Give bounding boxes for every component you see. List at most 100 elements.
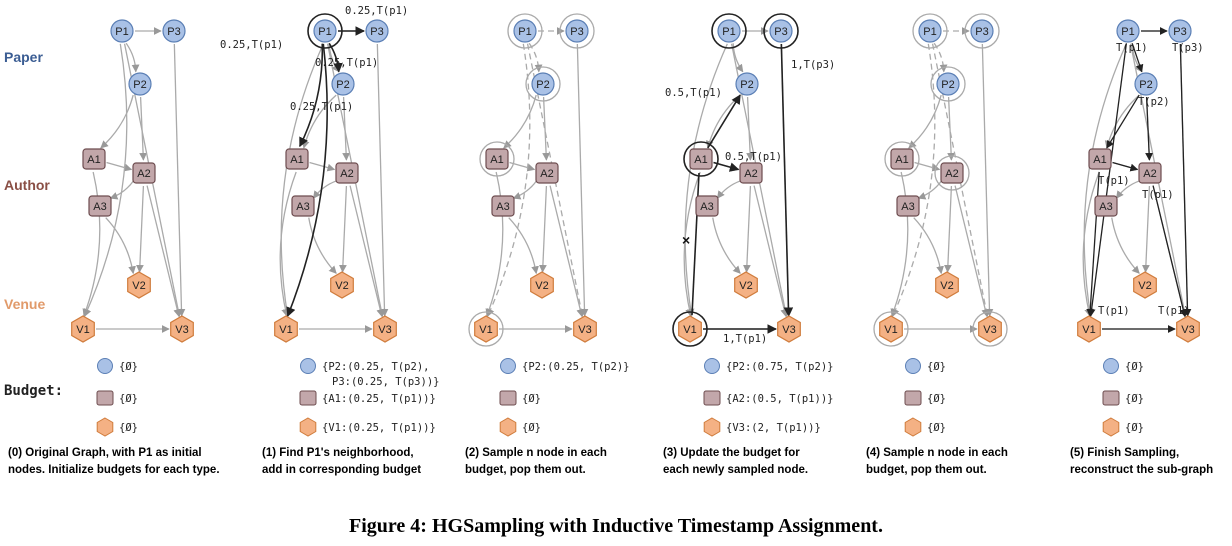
subgraph-edge: [1086, 171, 1100, 317]
graph-edge: [146, 185, 182, 318]
sampled-ring: [711, 13, 747, 49]
sampled-ring: [559, 13, 595, 49]
node-v3: [373, 315, 397, 343]
node-label-a1: A1: [490, 154, 503, 166]
budget-paper-text: {Ø}: [119, 361, 138, 373]
node-label-a3: A3: [496, 201, 509, 213]
node-v2: [530, 271, 554, 299]
graph-edge: [135, 185, 145, 273]
node-label-v1: V1: [76, 324, 89, 336]
graph-edge: [125, 42, 140, 73]
subgraph-edge: [1106, 94, 1140, 149]
step-caption-4-line-1: (4) Sample n node in each: [866, 447, 1008, 459]
budget-edge: [299, 43, 324, 148]
graph-edge: [538, 185, 548, 273]
graph-edge: [1111, 217, 1140, 274]
budget-venue-text: {Ø}: [522, 422, 541, 434]
node-label-v1: V1: [884, 324, 897, 336]
node-p1: [110, 19, 134, 43]
graph-edge: [981, 43, 994, 317]
sampled-ring: [507, 13, 543, 49]
sampled-ring: [964, 13, 1000, 49]
step-caption-3-line-2: each newly sampled node.: [663, 464, 808, 476]
node-label-p1: P1: [115, 26, 128, 38]
budget-paper-text: {P2:(0.25, T(p2),: [322, 361, 429, 373]
node-p1: [513, 19, 537, 43]
node-a2: [739, 162, 763, 184]
graph-edge: [338, 185, 348, 273]
graph-edge: [508, 217, 539, 275]
node-v2: [734, 271, 758, 299]
node-p3: [769, 19, 793, 43]
node-label-v2: V2: [335, 280, 348, 292]
node-p1: [313, 19, 337, 43]
budget-paper-text: P3:(0.25, T(p3))}: [332, 376, 439, 388]
budget-venue-icon: [1102, 417, 1120, 437]
row-label-paper: Paper: [4, 49, 43, 65]
node-label-p1: P1: [318, 26, 331, 38]
graph-edge: [908, 94, 942, 149]
subgraph-edge: [1179, 43, 1192, 317]
node-label-v2: V2: [535, 280, 548, 292]
timestamp-label: T(p2): [1138, 96, 1170, 108]
sampled-ring: [525, 66, 561, 102]
node-v3: [777, 315, 801, 343]
sampled-ring: [934, 155, 970, 191]
budget-author-icon: [299, 390, 317, 406]
node-v1: [71, 315, 95, 343]
graph-edge: [309, 161, 336, 172]
budget-edge: [707, 94, 741, 149]
node-label-a2: A2: [945, 168, 958, 180]
node-v2: [127, 271, 151, 299]
node-a2: [1138, 162, 1162, 184]
budget-paper-icon: [300, 358, 316, 374]
graph-edge: [943, 185, 953, 273]
budget-paper-text: {P2:(0.25, T(p2)}: [522, 361, 629, 373]
graph-edge: [485, 171, 504, 317]
budget-edge: [780, 43, 794, 317]
node-label-a1: A1: [290, 154, 303, 166]
node-a3: [88, 195, 112, 217]
node-label-v3: V3: [578, 324, 591, 336]
edge-label: 0.5,T(p1): [665, 87, 722, 99]
budget-paper-icon: [704, 358, 720, 374]
edge-label: 0.25,T(p1): [220, 39, 283, 51]
budget-author-icon: [499, 390, 517, 406]
budget-venue-icon: [904, 417, 922, 437]
node-a3: [491, 195, 515, 217]
node-label-v3: V3: [983, 324, 996, 336]
graph-edge: [933, 42, 948, 73]
budget-venue-icon: [499, 417, 517, 437]
node-label-p2: P2: [941, 79, 954, 91]
graph-edge: [376, 43, 389, 317]
node-label-v2: V2: [1138, 280, 1151, 292]
row-label-venue: Venue: [4, 296, 45, 312]
node-v1: [678, 315, 702, 343]
budget-author-text: {Ø}: [522, 393, 541, 405]
node-label-a1: A1: [1093, 154, 1106, 166]
node-a1: [689, 148, 713, 170]
node-a3: [291, 195, 315, 217]
row-label-author: Author: [4, 177, 50, 193]
budget-author-text: {A1:(0.25, T(p1))}: [322, 393, 436, 405]
node-v3: [573, 315, 597, 343]
node-p2: [331, 72, 355, 96]
node-a2: [940, 162, 964, 184]
cross-icon: ×: [682, 232, 690, 248]
graph-edge: [917, 180, 943, 200]
node-v2: [330, 271, 354, 299]
budget-venue-icon: [299, 417, 317, 437]
budget-venue-text: {V3:(2, T(p1))}: [726, 422, 821, 434]
node-p1: [717, 19, 741, 43]
timestamp-label: T(p1): [1142, 189, 1174, 201]
graph-edge: [712, 217, 741, 274]
node-label-v3: V3: [782, 324, 795, 336]
node-a2: [132, 162, 156, 184]
node-label-p1: P1: [923, 26, 936, 38]
graph-edge: [503, 94, 537, 149]
